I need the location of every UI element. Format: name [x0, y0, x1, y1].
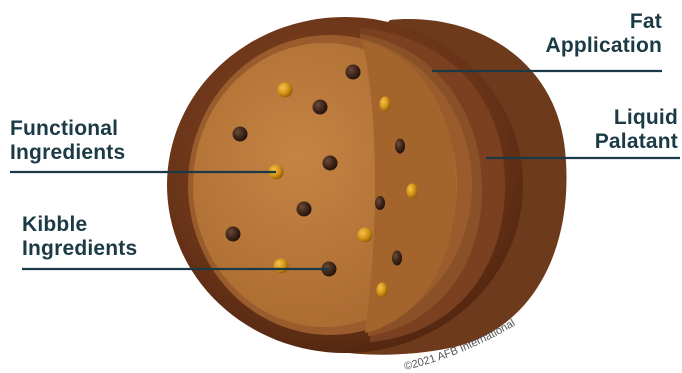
liquid-palatant-label: Liquid Palatant	[595, 106, 678, 153]
dark-particle	[323, 156, 338, 171]
liquid-palatant-line1: Liquid	[595, 106, 678, 130]
dark-particle	[297, 202, 312, 217]
kibble-ingredients-label: Kibble Ingredients	[22, 213, 137, 260]
functional-ingredients-line2: Ingredients	[10, 141, 125, 165]
dark-particle	[313, 100, 328, 115]
gold-particle	[358, 228, 373, 243]
functional-ingredients-line1: Functional	[10, 117, 125, 141]
gold-particle	[274, 259, 289, 274]
dark-particle	[233, 127, 248, 142]
gold-particle	[377, 283, 388, 298]
fat-application-line1: Fat	[545, 10, 662, 34]
fat-application-line2: Application	[545, 34, 662, 58]
kibble-ingredients-line2: Ingredients	[22, 237, 137, 261]
gold-particle	[380, 97, 391, 112]
dark-particle	[395, 139, 405, 154]
gold-particle	[407, 184, 418, 199]
fat-application-label: Fat Application	[545, 10, 662, 57]
dark-particle	[346, 65, 361, 80]
dark-particle	[375, 196, 385, 210]
dark-particle	[392, 251, 402, 266]
dark-particle	[226, 227, 241, 242]
gold-particle	[278, 83, 293, 98]
functional-ingredients-label: Functional Ingredients	[10, 117, 125, 164]
kibble-ingredients-line1: Kibble	[22, 213, 137, 237]
liquid-palatant-line2: Palatant	[595, 130, 678, 154]
